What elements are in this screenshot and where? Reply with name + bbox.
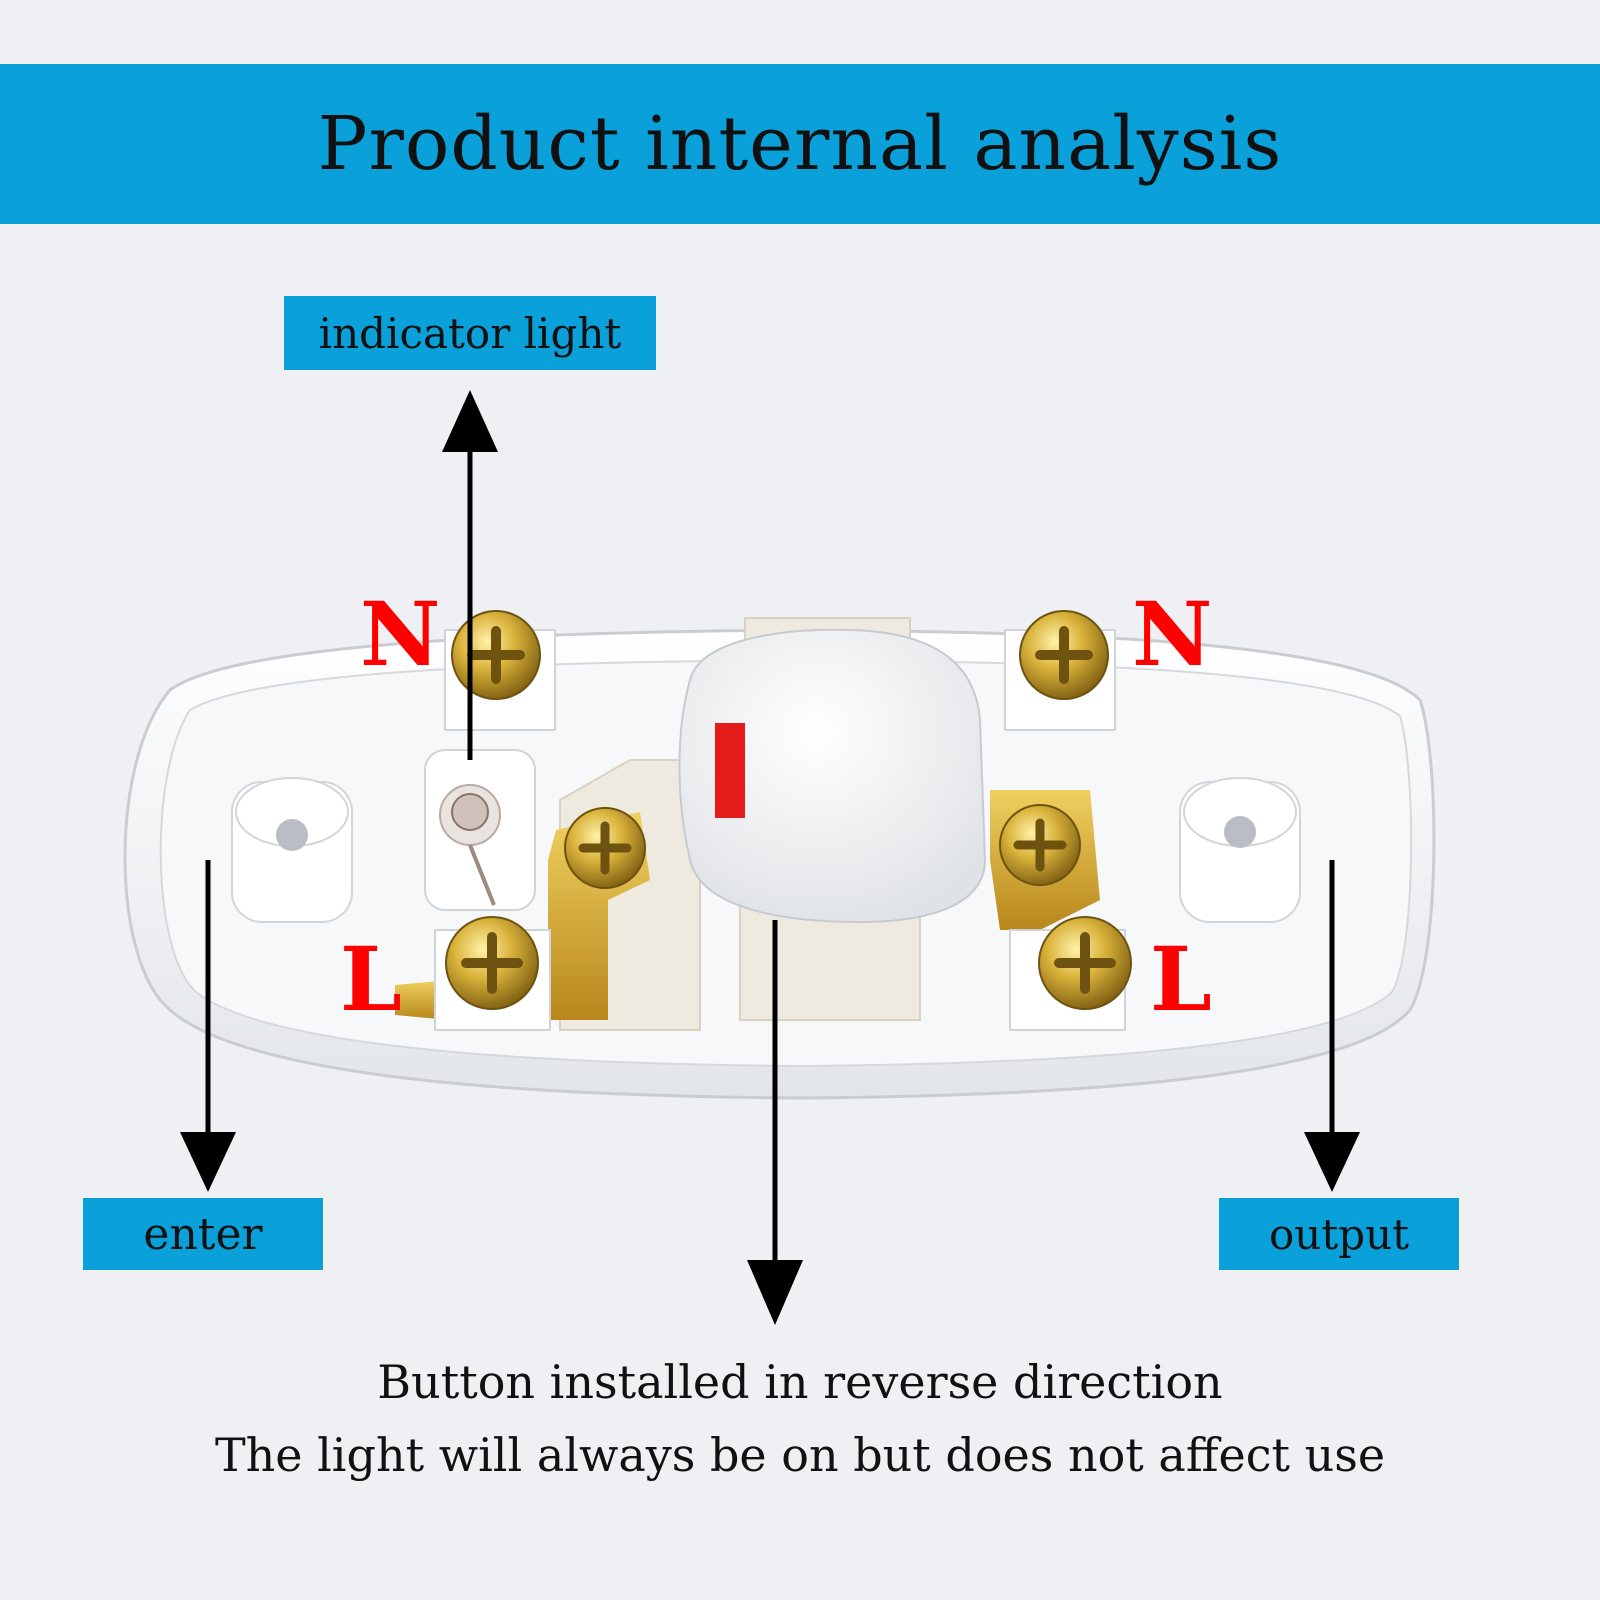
live-terminal-left-label: L	[340, 927, 402, 1031]
neutral-terminal-left-label: N	[360, 582, 441, 686]
indicator-bulb-icon	[424, 749, 536, 911]
mounting-hole-icon	[1179, 777, 1301, 923]
neutral-terminal-right-label: N	[1132, 582, 1213, 686]
title-banner: Product internal analysis	[0, 64, 1600, 224]
brass-screw-icon	[1038, 916, 1132, 1010]
switch-button-icon	[678, 628, 987, 924]
output-label: output	[1219, 1198, 1459, 1270]
enter-label: enter	[83, 1198, 323, 1270]
indicator-light-label: indicator light	[284, 296, 656, 370]
brass-screw-icon	[1019, 610, 1109, 700]
enter-arrow	[180, 860, 236, 1192]
brass-screw-icon	[564, 807, 646, 889]
live-terminal-right-label: L	[1150, 927, 1212, 1031]
mounting-hole-icon	[231, 777, 353, 923]
caption-line-2: The light will always be on but does not…	[214, 1428, 1386, 1482]
button-arrow	[747, 920, 803, 1325]
brass-screw-icon	[451, 610, 541, 700]
output-arrow	[1304, 860, 1360, 1192]
indicator-arrow	[442, 390, 498, 760]
brass-screw-icon	[999, 804, 1081, 886]
caption-line-1: Button installed in reverse direction	[377, 1355, 1223, 1409]
brass-screw-icon	[445, 916, 539, 1010]
page-title: Product internal analysis	[317, 101, 1283, 187]
